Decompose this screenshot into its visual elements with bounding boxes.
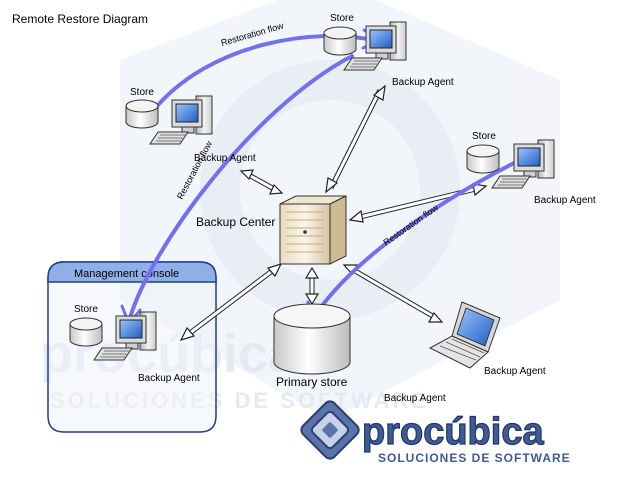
node-store-right: Store Backup Agent <box>466 131 596 206</box>
laptop-icon <box>456 307 495 347</box>
brand-tagline: SOLUCIONES DE SOFTWARE <box>378 451 571 465</box>
store-left-label: Store <box>130 87 154 98</box>
server-side <box>329 195 347 265</box>
management-console-label: Management console <box>74 268 179 280</box>
laptop-base <box>428 335 489 369</box>
store-top-label: Store <box>330 13 354 24</box>
brand-logo: procúbica SOLUCIONES DE SOFTWARE <box>300 400 571 465</box>
node-store-top: Store Backup Agent <box>323 13 454 88</box>
brand-logo-text: procúbica <box>362 411 544 453</box>
store-top-agent-label: Backup Agent <box>392 77 454 88</box>
primary-store-label: Primary store <box>276 375 348 389</box>
primary-store-disk-icon <box>273 316 351 375</box>
store-left-agent-label: Backup Agent <box>194 153 256 164</box>
server-icon <box>279 203 331 265</box>
store-top-disk-icon <box>323 26 357 56</box>
primary-store-agent-label: Backup Agent <box>384 393 446 404</box>
node-management: Store Backup Agent <box>69 304 200 384</box>
management-store-label: Store <box>74 304 98 315</box>
restoration-flow-right <box>314 158 522 316</box>
node-laptop: Backup Agent <box>428 301 546 377</box>
watermark-ring <box>200 60 460 320</box>
management-agent-label: Backup Agent <box>138 373 200 384</box>
backup-center-label: Backup Center <box>196 215 275 229</box>
node-store-left: Store Backup Agent <box>125 87 256 164</box>
brand-cube-icon <box>300 400 360 460</box>
node-backup-center: Backup Center <box>196 195 347 265</box>
store-right-agent-label: Backup Agent <box>534 195 596 206</box>
diagram-title: Remote Restore Diagram <box>12 12 148 26</box>
restoration-flow-left <box>128 54 354 320</box>
arrow-center-primary-store <box>304 266 320 306</box>
store-right-label: Store <box>472 131 496 142</box>
arrow-center-management <box>179 263 283 341</box>
arrow-center-top-store <box>325 84 386 194</box>
laptop-agent-label: Backup Agent <box>484 366 546 377</box>
node-primary-store: Primary store <box>273 303 351 389</box>
management-disk-icon <box>69 317 103 347</box>
store-left-disk-icon <box>125 99 159 129</box>
arrow-center-left-store <box>239 169 284 195</box>
store-right-disk-icon <box>466 144 500 174</box>
